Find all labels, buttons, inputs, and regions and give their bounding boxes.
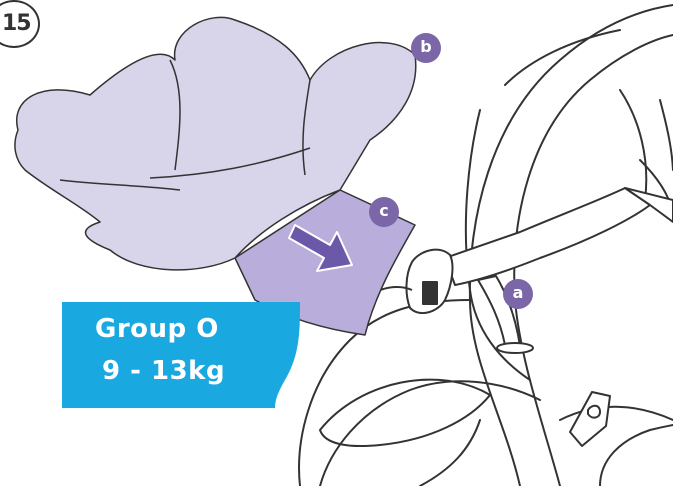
step-number: 15 <box>2 11 31 36</box>
infant-insert <box>15 17 416 335</box>
group-label-title: Group O <box>95 314 219 344</box>
harness-strap <box>445 188 673 353</box>
callout-a: a <box>503 279 533 309</box>
group-label: Group O 9 - 13kg <box>62 302 312 408</box>
latch-icon <box>570 392 610 446</box>
group-label-weight: 9 - 13kg <box>102 356 225 386</box>
callout-b: b <box>411 33 441 63</box>
callout-c: c <box>369 197 399 227</box>
